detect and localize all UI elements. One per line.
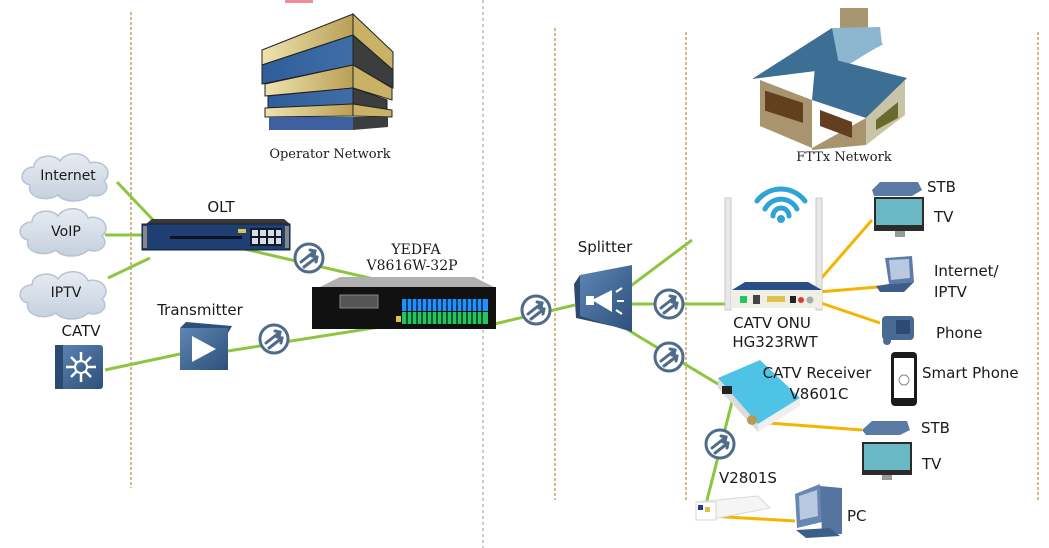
v2801s-label: V2801S <box>719 469 777 487</box>
pc-icon <box>795 484 842 538</box>
tv-label-1: TV <box>934 208 954 226</box>
internet-label: Internet <box>40 168 96 184</box>
laptop-icon <box>876 256 914 292</box>
transmitter-label: Transmitter <box>157 301 243 319</box>
iptv-label: IPTV <box>50 285 82 301</box>
internet-iptv-label: Internet/ <box>934 262 999 280</box>
optical-coupler-icon <box>293 242 325 274</box>
smart-phone-icon <box>891 352 917 406</box>
yedfa-amplifier-icon <box>312 277 496 329</box>
voip-label: VoIP <box>51 224 81 240</box>
stb-label-1: STB <box>927 178 956 196</box>
pc-label: PC <box>847 507 867 525</box>
top-edge-mark <box>285 0 313 3</box>
optical-coupler-icon <box>258 323 290 355</box>
yedfa-green-ports <box>402 312 488 324</box>
onu-label: CATV ONU <box>733 314 811 332</box>
yedfa-blue-ports <box>402 299 488 311</box>
copper-links <box>709 219 881 523</box>
optical-coupler-icon <box>653 341 685 373</box>
transmitter-icon <box>180 322 232 370</box>
phone-label: Phone <box>936 324 983 342</box>
catv-onu-icon <box>724 197 823 311</box>
optical-coupler-icon <box>704 428 736 460</box>
stb-icon <box>872 182 922 196</box>
operator-network-label: Operator Network <box>269 147 391 162</box>
optical-coupler-icon <box>653 288 685 320</box>
catv-receiver-icon <box>718 360 800 432</box>
catv-headend-icon <box>55 345 103 389</box>
splitter-label: Splitter <box>577 238 633 256</box>
onu-model-label: HG323RWT <box>732 333 818 351</box>
tv-label-2: TV <box>922 455 942 473</box>
tv-icon <box>862 442 912 480</box>
receiver-label: CATV Receiver <box>762 364 872 382</box>
v2801s-icon <box>695 495 772 521</box>
catv-label: CATV <box>61 322 101 340</box>
wifi-dot <box>777 215 785 223</box>
stb-label-2: STB <box>921 419 950 437</box>
fttx-network-label: FTTx Network <box>796 150 892 165</box>
olt-device-icon <box>141 219 291 251</box>
optical-coupler-icon <box>520 294 552 326</box>
smart-phone-label: Smart Phone <box>922 364 1019 382</box>
desk-phone-icon <box>882 316 914 345</box>
yedfa-label: YEDFA <box>391 242 441 258</box>
tv-icon <box>874 197 924 237</box>
wifi-icon <box>754 186 808 219</box>
operator-building-icon <box>261 12 394 130</box>
receiver-model-label: V8601C <box>789 385 849 403</box>
internet-iptv-label-2: IPTV <box>934 283 967 301</box>
stb-icon <box>862 421 910 435</box>
fttx-house-icon <box>752 8 907 150</box>
splitter-icon <box>574 265 632 332</box>
olt-label: OLT <box>207 198 235 216</box>
yedfa-model-label: V8616W-32P <box>366 258 458 274</box>
